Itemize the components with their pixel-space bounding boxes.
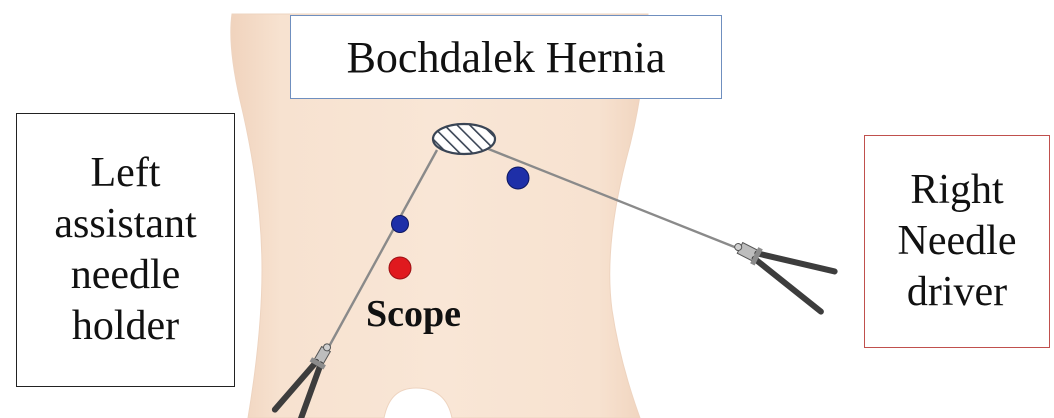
title-text: Bochdalek Hernia: [347, 32, 666, 83]
right-label-line-3: driver: [907, 267, 1007, 318]
left-label-line-3: needle: [71, 250, 181, 301]
left-label-line-2: assistant: [54, 199, 196, 250]
scope-port-marker: [389, 257, 411, 279]
left-label-line-1: Left: [91, 148, 161, 199]
right-label-line-1: Right: [910, 165, 1003, 216]
right-label-line-2: Needle: [898, 216, 1017, 267]
left-assistant-label: Left assistant needle holder: [16, 113, 235, 387]
hernia-site-icon: [433, 124, 495, 154]
right-needle-driver-label: Right Needle driver: [864, 135, 1050, 348]
left-label-line-4: holder: [72, 301, 179, 352]
title-label: Bochdalek Hernia: [290, 15, 722, 99]
right-port-marker: [507, 167, 529, 189]
scope-label: Scope: [366, 292, 461, 336]
left-port-marker: [392, 216, 409, 233]
